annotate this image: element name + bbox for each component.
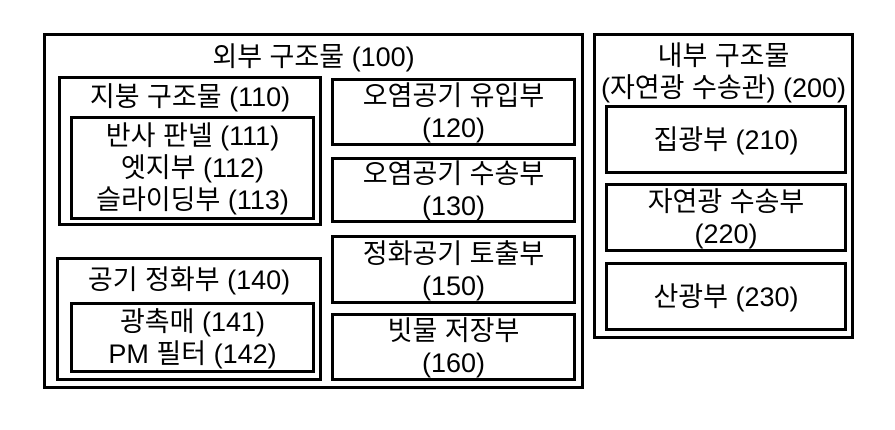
edge-part-label: 엣지부 (112) [120,153,265,183]
sliding-part-label: 슬라이딩부 (113) [96,185,289,215]
roof-components-box: 반사 판넬 (111) 엣지부 (112) 슬라이딩부 (113) [70,116,315,220]
polluted-air-transport-label: 오염공기 수송부 [362,159,545,189]
purified-air-discharge-number: (150) [421,270,486,301]
purified-air-discharge-label: 정화공기 토출부 [362,238,545,269]
light-collector-label: 집광부 (210) [653,124,799,155]
rainwater-storage-label: 빗물 저장부 [387,316,520,346]
natural-light-transport-label: 자연광 수송부 [647,186,805,217]
polluted-air-transport-box: 오염공기 수송부 (130) [331,157,576,223]
inner-structure-title: 내부 구조물 (자연광 수송관) (200) [596,40,851,104]
reflective-panel-label: 반사 판넬 (111) [105,121,280,151]
polluted-air-inflow-box: 오염공기 유입부 (120) [331,78,576,146]
roof-structure-title: 지붕 구조물 (110) [89,82,291,112]
light-diffuser-box: 산광부 (230) [605,262,847,331]
light-diffuser-label: 산광부 (230) [653,281,799,312]
outer-structure-title: 외부 구조물 (100) [212,42,415,72]
rainwater-storage-box: 빗물 저장부 (160) [331,313,576,381]
light-collector-box: 집광부 (210) [605,105,847,174]
inner-structure-title-line1: 내부 구조물 [657,41,790,71]
roof-structure-box: 지붕 구조물 (110) 반사 판넬 (111) 엣지부 (112) 슬라이딩부… [58,76,322,226]
inner-structure-title-line2: (자연광 수송관) (200) [600,73,847,103]
purified-air-discharge-box: 정화공기 토출부 (150) [331,235,576,304]
air-purifier-title: 공기 정화부 (140) [87,265,291,295]
natural-light-transport-box: 자연광 수송부 (220) [605,183,847,252]
polluted-air-inflow-label: 오염공기 유입부 [362,81,545,111]
polluted-air-inflow-number: (120) [421,113,486,143]
inner-structure-box: 내부 구조물 (자연광 수송관) (200) 집광부 (210) 자연광 수송부… [593,33,854,339]
rainwater-storage-number: (160) [421,348,486,378]
purifier-components-box: 광촉매 (141) PM 필터 (142) [70,302,315,373]
pm-filter-label: PM 필터 (142) [108,338,277,369]
outer-structure-box: 외부 구조물 (100) 지붕 구조물 (110) 반사 판넬 (111) 엣지… [43,33,584,389]
air-purifier-box: 공기 정화부 (140) 광촉매 (141) PM 필터 (142) [56,257,322,381]
photocatalyst-label: 광촉매 (141) [119,306,266,337]
natural-light-transport-number: (220) [694,218,758,249]
polluted-air-transport-number: (130) [421,191,486,221]
